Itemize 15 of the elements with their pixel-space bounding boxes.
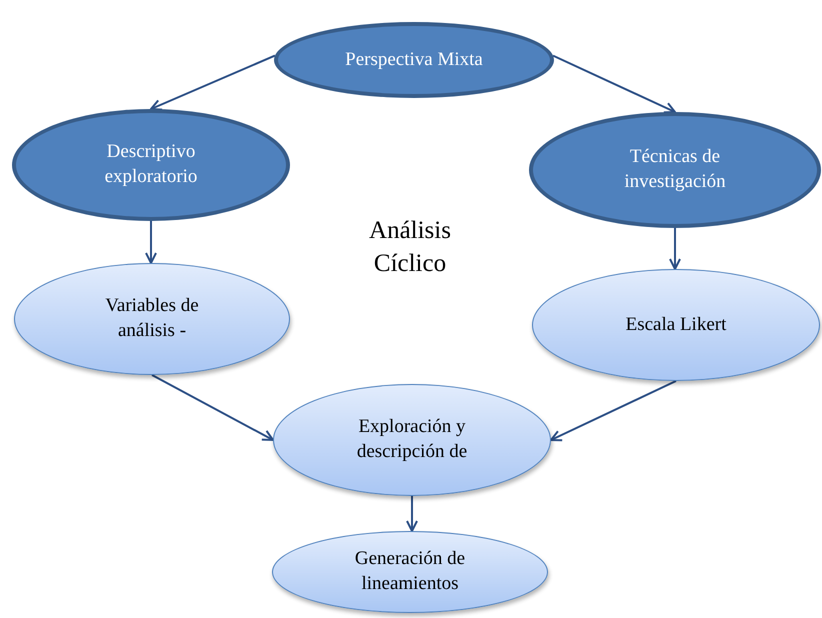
node-label: Perspectiva Mixta [345,48,483,72]
node-label: Generación de lineamientos [354,547,466,596]
node-label: Variables de análisis - [104,294,200,343]
node-label: Descriptivo exploratorio [104,140,198,189]
node-label: Escala Likert [626,312,726,337]
arrow [550,380,676,442]
arrow [152,374,274,441]
node-label: Exploración y descripción de [356,415,468,464]
arrow [150,54,276,111]
arrow [552,54,676,114]
arrow [669,228,681,270]
center-label: Análisis Cíclico [368,216,452,278]
arrow [406,496,418,532]
node-label: Técnicas de investigación [623,145,727,194]
arrow [145,221,157,264]
